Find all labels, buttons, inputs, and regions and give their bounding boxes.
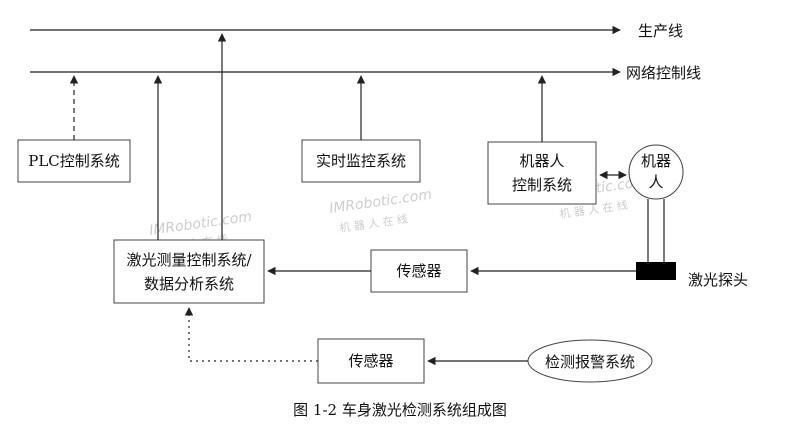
monitor-label: 实时监控系统 (316, 152, 406, 170)
laser-probe-block (636, 262, 676, 280)
sensor-bottom-box (317, 338, 425, 384)
sensor-bottom-label: 传感器 (348, 352, 393, 370)
watermark-brand: IMRobotic.com (148, 209, 253, 239)
sensor-bottom-to-laser-system-connector (184, 307, 318, 362)
watermark-tagline: 机 器 人 在 线 (338, 212, 408, 235)
laser-system-label-line1: 激光测量控制系统/ (126, 251, 252, 269)
watermark-left: IMRobotic.com 机 器 人 在 线 (328, 187, 433, 235)
robot-label-line2: 人 (648, 173, 663, 191)
laser-system-label-line2: 数据分析系统 (144, 275, 234, 293)
sensor-top-box (370, 249, 468, 293)
robot-control-label-line1: 机器人 (519, 152, 564, 170)
laser-system-box (113, 239, 265, 304)
figure-caption: 图 1-2 车身激光检测系统组成图 (293, 401, 507, 419)
plc-label: PLC控制系统 (28, 152, 120, 170)
robot-label-line1: 机器 (641, 152, 671, 170)
alarm-label: 检测报警系统 (545, 353, 635, 371)
plc-box (17, 139, 131, 183)
network-control-line-label: 网络控制线 (626, 64, 701, 82)
robot-control-label-line2: 控制系统 (512, 176, 572, 194)
sensor-top-label: 传感器 (396, 262, 441, 280)
robot-circle (628, 144, 684, 200)
laser-probe-label: 激光探头 (688, 271, 748, 289)
robot-control-box (487, 141, 597, 205)
watermark-brand: IMRobotic.com (328, 187, 433, 217)
production-line-label: 生产线 (638, 22, 683, 40)
